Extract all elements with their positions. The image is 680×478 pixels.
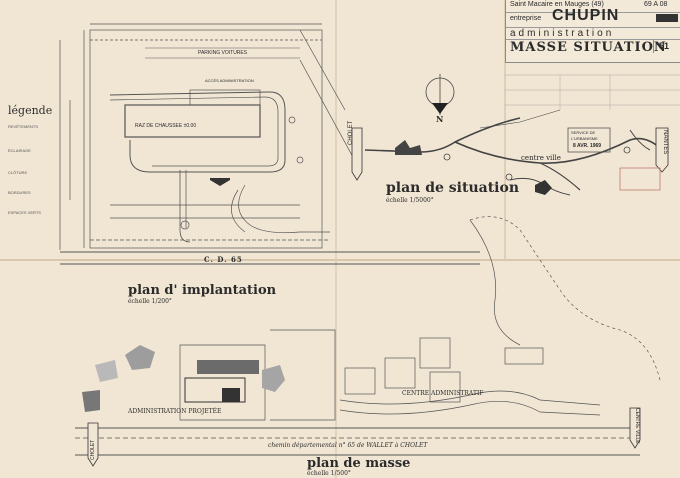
situation-plan	[364, 74, 680, 381]
stamp-line-1: SERVICE DE	[571, 130, 596, 135]
implantation-title: plan d' implantation	[128, 283, 277, 298]
road-cd65-label: C. D. 65	[204, 255, 243, 264]
legend-item-1: REVÊTEMENTS	[8, 124, 39, 129]
centre-admin-label: CENTRE ADMINISTRATIF	[402, 390, 484, 397]
masse-plan	[75, 219, 640, 456]
north-label: N	[436, 114, 444, 124]
legend-item-2: ÉCLAIRAGE	[8, 148, 31, 153]
legend-item-3: CLÔTURE	[8, 170, 28, 175]
company-name: CHUPIN	[552, 7, 620, 24]
title-block: Saint Macaire en Mauges (49) 69 A 08 ent…	[505, 0, 680, 63]
situation-cholet-label: CHOLET	[348, 120, 354, 145]
entrance-label: ACCÈS ADMINISTRATION	[205, 78, 254, 83]
implantation-plan	[59, 23, 480, 265]
sheet-number: 51	[659, 41, 670, 51]
project-location: Saint Macaire en Mauges (49)	[510, 1, 604, 8]
legend-item-4: BORDURES	[8, 190, 31, 195]
centre-ville-label: centre ville	[521, 154, 561, 162]
drawing-reference: 69 A 08	[644, 1, 668, 8]
enterprise-label: entreprise	[510, 15, 542, 22]
parking-label: PARKING VOITURES	[198, 50, 248, 56]
legend-title: légende	[8, 104, 53, 117]
admin-project-label: ADMINISTRATION PROJETÉE	[128, 408, 222, 415]
masse-scale: échelle 1/500°	[307, 470, 351, 477]
stamp-date: 8 AVR. 1969	[573, 143, 602, 149]
masse-road-label: chemin départemental n° 65 de WALLET à C…	[268, 442, 428, 449]
situation-nantes-label: NANTES	[662, 130, 668, 155]
building-label: RAZ DE CHAUSSEE ±0.00	[135, 123, 197, 129]
implantation-scale: échelle 1/200°	[128, 298, 172, 305]
title-bar-mark	[656, 14, 678, 22]
situation-title: plan de situation	[386, 180, 520, 196]
masse-title: plan de masse	[307, 456, 411, 471]
sheet-number-box	[653, 39, 680, 53]
building-name: administration	[510, 28, 615, 39]
masse-cholet-label: CHOLET	[90, 439, 96, 460]
situation-scale: échelle 1/5000°	[386, 197, 434, 204]
legend-item-5: ESPACES VERTS	[8, 210, 41, 215]
masse-centre-ville-label: CENTRE VILLE	[634, 408, 640, 444]
stamp-line-2: L'URBANISME	[571, 136, 598, 141]
sheet-title: MASSE SITUATION	[510, 40, 667, 55]
